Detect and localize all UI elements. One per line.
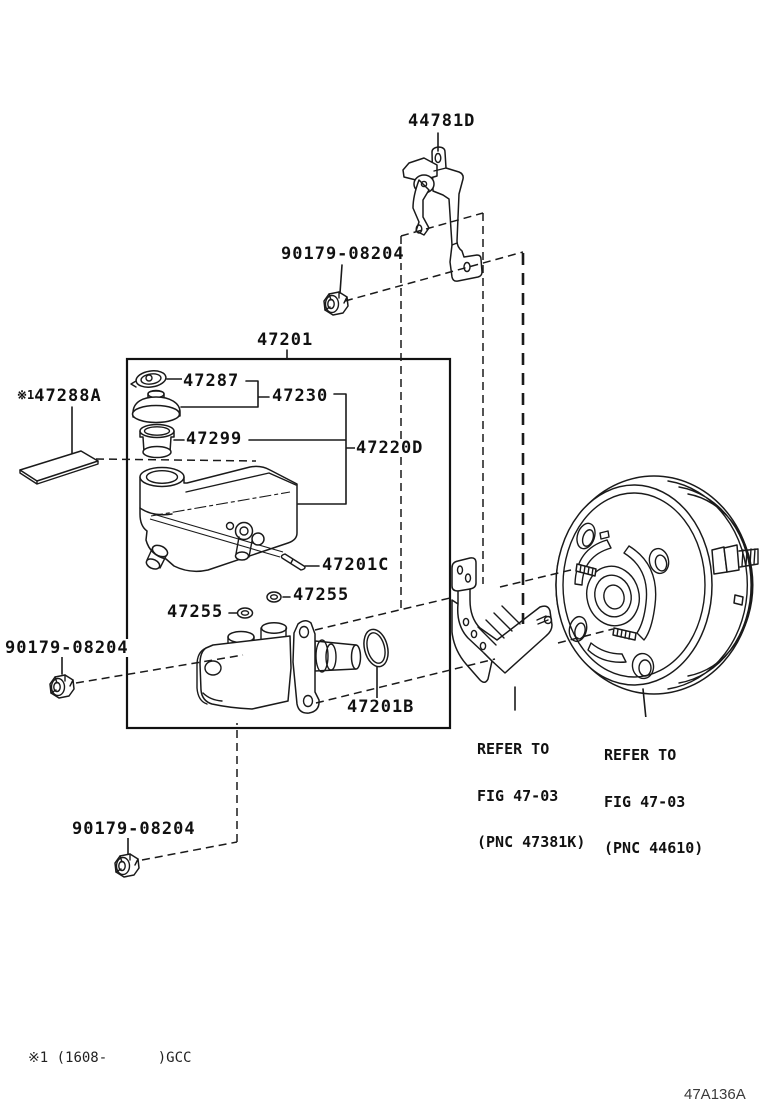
brake-booster-drawing bbox=[555, 475, 759, 695]
note-line: FIG 47-03 bbox=[604, 792, 686, 811]
part-label-90179-08204-left[interactable]: 90179-08204 bbox=[4, 638, 130, 658]
part-label-47220d[interactable]: 47220D bbox=[355, 438, 425, 458]
footnote-marker: ※1 bbox=[17, 388, 35, 402]
part-label-90179-08204-bottom[interactable]: 90179-08204 bbox=[71, 819, 197, 839]
grommet-right-drawing bbox=[266, 591, 282, 603]
nut-left-drawing bbox=[49, 674, 75, 699]
note-refer-bracket: REFER TO FIG 47-03 (PNC 47381K) bbox=[477, 711, 586, 866]
nut-bottom-drawing bbox=[114, 853, 140, 878]
filler-cap-47230-drawing bbox=[131, 389, 181, 424]
note-refer-booster: REFER TO FIG 47-03 (PNC 44610) bbox=[604, 717, 704, 872]
nut-top-drawing bbox=[323, 291, 349, 316]
cap-gasket-47287-drawing bbox=[130, 370, 167, 388]
part-label-44781d[interactable]: 44781D bbox=[407, 111, 477, 131]
strainer-47299-drawing bbox=[139, 423, 175, 459]
leader-lines bbox=[61, 132, 647, 855]
part-label-47201b[interactable]: 47201B bbox=[346, 697, 416, 717]
footnote-text: ※1 (1608- )GCC bbox=[28, 1050, 192, 1066]
part-label-47299[interactable]: 47299 bbox=[185, 429, 244, 449]
part-label-47287[interactable]: 47287 bbox=[182, 371, 241, 391]
pin-47201c-drawing bbox=[280, 553, 306, 571]
booster-bracket-drawing bbox=[451, 557, 553, 683]
part-label-47255-left[interactable]: 47255 bbox=[166, 602, 225, 622]
oring-47201b-drawing bbox=[363, 628, 389, 668]
bracket-44781d-drawing bbox=[402, 146, 483, 282]
master-cylinder-drawing bbox=[196, 620, 362, 714]
part-label-47201[interactable]: 47201 bbox=[256, 330, 315, 350]
figure-code: 47A136A bbox=[684, 1086, 746, 1103]
part-label-47201c[interactable]: 47201C bbox=[321, 555, 391, 575]
note-line: (PNC 44610) bbox=[604, 839, 704, 857]
note-line: REFER TO bbox=[477, 740, 550, 758]
assembly-box-outline bbox=[125, 357, 452, 730]
note-line: FIG 47-03 bbox=[477, 786, 559, 805]
assembly-dashed-lines bbox=[75, 212, 614, 861]
part-label-47255-right[interactable]: 47255 bbox=[292, 585, 351, 605]
part-label-47230[interactable]: 47230 bbox=[271, 386, 330, 406]
grommet-left-drawing bbox=[236, 607, 254, 619]
caution-plate-47288a-drawing bbox=[19, 450, 99, 485]
reservoir-47220d-drawing bbox=[139, 465, 298, 573]
part-label-90179-08204-top[interactable]: 90179-08204 bbox=[280, 244, 406, 264]
part-label-47288a[interactable]: ※147288A bbox=[16, 386, 103, 406]
note-line: REFER TO bbox=[604, 746, 677, 764]
note-line: (PNC 47381K) bbox=[477, 833, 586, 851]
